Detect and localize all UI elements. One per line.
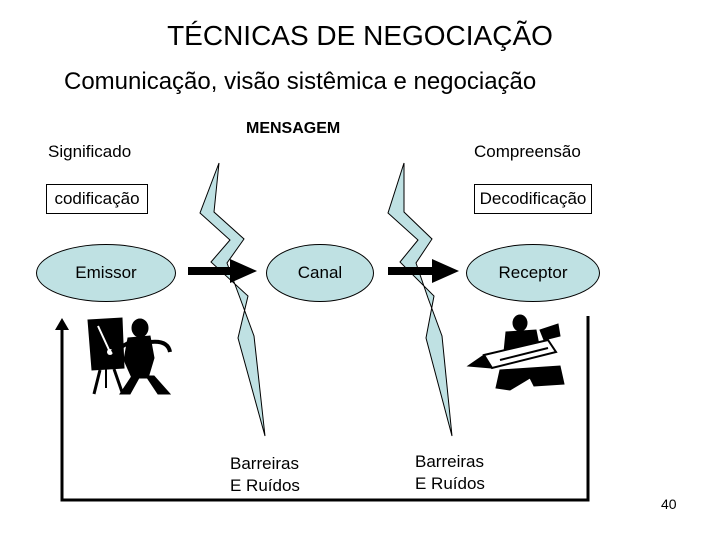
receiver-label: Receptor bbox=[498, 263, 568, 282]
page-subtitle: Comunicação, visão sistêmica e negociaçã… bbox=[64, 68, 537, 95]
barrier-right-line-1: Barreiras bbox=[415, 452, 484, 471]
barrier-right-line-2: E Ruídos bbox=[415, 474, 485, 493]
lightning-right-icon bbox=[387, 162, 453, 437]
understanding-label: Compreensão bbox=[474, 142, 581, 161]
channel-node: Canal bbox=[266, 244, 374, 302]
feedback-arrowhead bbox=[55, 318, 69, 330]
arrow-emissor-canal bbox=[188, 259, 257, 283]
arrow-canal-receptor bbox=[388, 259, 459, 283]
barrier-left-label: Barreiras E Ruídos bbox=[230, 453, 300, 497]
encoding-label: codificação bbox=[54, 189, 140, 208]
message-label: MENSAGEM bbox=[246, 120, 341, 137]
sender-label: Emissor bbox=[75, 263, 137, 282]
channel-label: Canal bbox=[297, 263, 343, 282]
decoding-label: Decodificação bbox=[479, 189, 587, 208]
decoding-box: Decodificação bbox=[474, 184, 592, 214]
feedback-loop bbox=[60, 316, 590, 502]
barrier-right-label: Barreiras E Ruídos bbox=[415, 451, 485, 495]
sender-node: Emissor bbox=[36, 244, 176, 302]
presenter-figure-icon bbox=[87, 317, 172, 395]
meaning-label: Significado bbox=[48, 142, 132, 161]
encoding-box: codificação bbox=[46, 184, 148, 214]
writer-with-pencil-figure-icon bbox=[466, 314, 565, 391]
receiver-node: Receptor bbox=[466, 244, 600, 302]
lightning-left-icon bbox=[199, 162, 266, 437]
barrier-left-line-2: E Ruídos bbox=[230, 476, 300, 495]
page-title: TÉCNICAS DE NEGOCIAÇÃO bbox=[167, 20, 553, 51]
page-number: 40 bbox=[661, 496, 677, 512]
barrier-left-line-1: Barreiras bbox=[230, 454, 299, 473]
